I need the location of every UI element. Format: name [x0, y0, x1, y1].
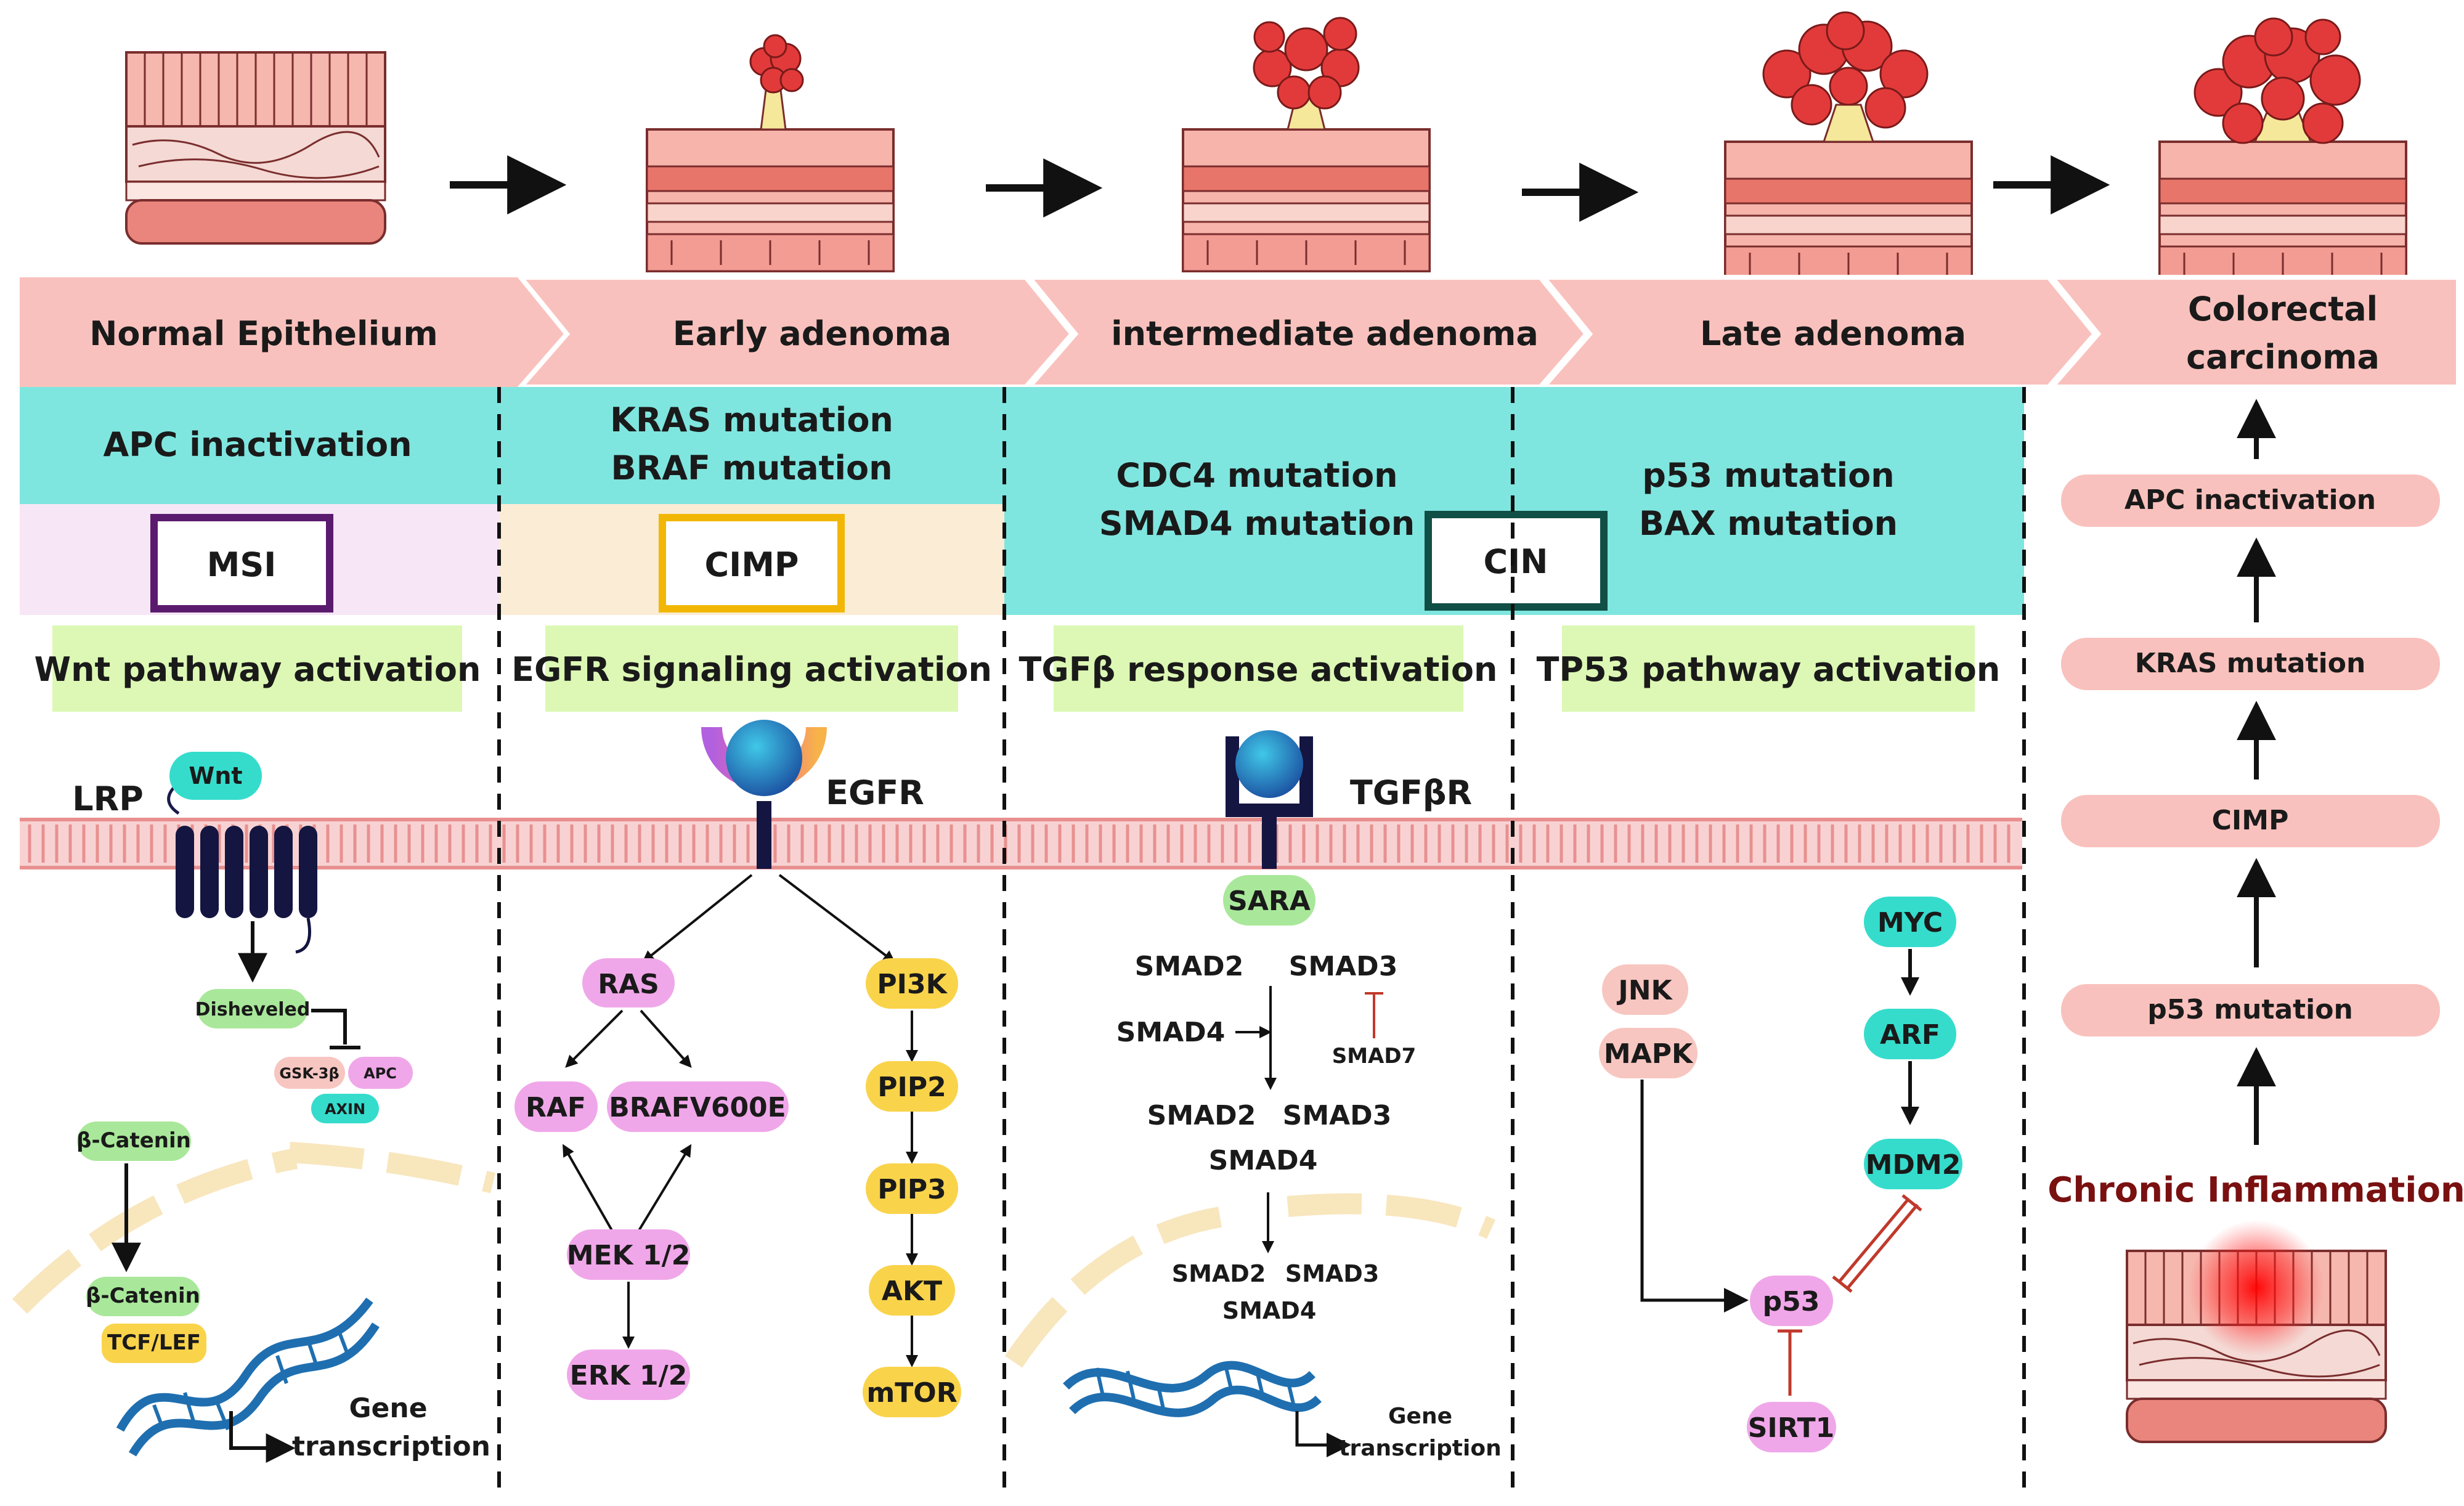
- stage-label-intermediate: intermediate adenoma: [1111, 314, 1539, 353]
- sirt1-node: SIRT1: [1748, 1412, 1835, 1444]
- pathway-tgfb: TGFβ response activation: [1019, 650, 1498, 689]
- smad2-c: SMAD2: [1172, 1260, 1266, 1287]
- akt-node: AKT: [882, 1276, 942, 1307]
- egfr-receptor-label: EGFR: [826, 773, 924, 812]
- smad4-c: SMAD4: [1222, 1297, 1317, 1324]
- wnt-panel: LRP Wnt Disheveled GSK-3β APC AXIN β-Cat…: [12, 752, 496, 1463]
- mutation-kras: KRAS mutation: [610, 401, 893, 439]
- dna-helix-icon-tgfb: [1063, 1361, 1322, 1417]
- pathway-tp53: TP53 pathway activation: [1537, 650, 2001, 689]
- inflammation-step-cimp: CIMP: [2212, 805, 2289, 836]
- smad4-a: SMAD4: [1116, 1017, 1226, 1048]
- disheveled-node: Disheveled: [195, 999, 311, 1020]
- column-dividers: [497, 387, 2026, 1491]
- inflammation-panel: APC inactivation KRAS mutation CIMP p53 …: [2047, 399, 2464, 1443]
- smad4-b: SMAD4: [1209, 1145, 1318, 1176]
- normal-epithelium-illustration: [125, 51, 386, 245]
- gene-label-wnt: Gene: [349, 1393, 427, 1424]
- sara-node: SARA: [1228, 885, 1311, 917]
- transcription-label-tgfb: transcription: [1339, 1436, 1501, 1461]
- gene-label-tgfb: Gene: [1388, 1404, 1452, 1429]
- apc-node: APC: [364, 1065, 397, 1082]
- beta-catenin-cytoplasm: β-Catenin: [76, 1128, 191, 1153]
- tgfb-panel: TGFβR SARA SMAD2 SMAD3 SMAD4 SMAD7 SMAD2…: [1004, 730, 1502, 1461]
- stage-band: Normal Epithelium Early adenoma intermed…: [20, 275, 2461, 389]
- braf-v600e-node: BRAFV600E: [609, 1092, 786, 1123]
- smad7-node: SMAD7: [1332, 1044, 1417, 1068]
- mutation-p53: p53 mutation: [1642, 456, 1894, 495]
- inflammation-step-apc: APC inactivation: [2124, 484, 2376, 516]
- arf-node: ARF: [1880, 1019, 1940, 1051]
- pip2-node: PIP2: [877, 1072, 946, 1103]
- cimp-box: CIMP: [659, 514, 845, 613]
- myc-node: MYC: [1877, 907, 1943, 938]
- tgfb-ligand-icon: [1235, 730, 1303, 798]
- tp53-panel: JNK MAPK MYC ARF MDM2 p53 SIRT1: [1599, 897, 1962, 1452]
- intermediate-adenoma-illustration: [1182, 17, 1431, 272]
- mek-node: MEK 1/2: [567, 1240, 691, 1271]
- dna-helix-icon: [116, 1297, 380, 1457]
- erk-node: ERK 1/2: [570, 1360, 688, 1391]
- smad3-b: SMAD3: [1283, 1100, 1392, 1131]
- mutation-apc: APC inactivation: [103, 425, 412, 464]
- stage-label-normal: Normal Epithelium: [89, 314, 438, 353]
- wnt-ligand: Wnt: [189, 762, 242, 789]
- inflammation-hotspot-icon: [2189, 1220, 2324, 1356]
- stage-label-carcinoma-line1: Colorectal: [2188, 290, 2378, 328]
- pip3-node: PIP3: [877, 1174, 946, 1205]
- beta-catenin-nucleus: β-Catenin: [86, 1284, 200, 1308]
- progression-arrows: [450, 155, 2110, 222]
- cin-box: CIN: [1425, 511, 1608, 611]
- cell-membrane: [20, 818, 2022, 869]
- ras-node: RAS: [598, 969, 659, 1000]
- tgfbr-label: TGFβR: [1350, 773, 1472, 812]
- pathway-egfr: EGFR signaling activation: [511, 650, 992, 689]
- pathway-wnt: Wnt pathway activation: [35, 650, 481, 689]
- mdm2-node: MDM2: [1866, 1149, 1961, 1181]
- colorectal-carcinoma-illustration: [2158, 17, 2407, 285]
- mapk-node: MAPK: [1604, 1038, 1694, 1070]
- frizzled-receptor: [176, 826, 317, 918]
- inflammation-step-kras: KRAS mutation: [2135, 648, 2366, 679]
- mutation-smad4: SMAD4 mutation: [1099, 504, 1415, 543]
- gsk3b-node: GSK-3β: [279, 1065, 339, 1082]
- mutation-cdc4: CDC4 mutation: [1116, 456, 1397, 495]
- late-adenoma-illustration: [1724, 11, 1973, 285]
- jnk-node: JNK: [1616, 975, 1673, 1006]
- msi-box: MSI: [150, 514, 333, 613]
- smad3-c: SMAD3: [1285, 1260, 1380, 1287]
- stage-label-late: Late adenoma: [1700, 314, 1966, 353]
- p53-node: p53: [1763, 1286, 1820, 1317]
- raf-node: RAF: [526, 1092, 586, 1123]
- egfr-panel: EGFR RAS RAF BRAFV600E MEK 1/2 ERK 1/2 P…: [514, 720, 961, 1417]
- mutation-braf: BRAF mutation: [611, 449, 892, 487]
- egfr-ligand-icon: [726, 720, 802, 796]
- transcription-label-wnt: transcription: [292, 1431, 490, 1462]
- pathway-labels: Wnt pathway activation EGFR signaling ac…: [35, 625, 2001, 712]
- stage-label-early: Early adenoma: [673, 314, 951, 353]
- chronic-inflammation-label: Chronic Inflammation: [2047, 1170, 2464, 1210]
- axin-node: AXIN: [325, 1101, 365, 1118]
- cimp-label: CIMP: [704, 545, 799, 584]
- smad2-b: SMAD2: [1147, 1100, 1256, 1131]
- stage-label-carcinoma-line2: carcinoma: [2186, 338, 2380, 376]
- pi3k-node: PI3K: [877, 969, 948, 1000]
- tcf-lef-node: TCF/LEF: [107, 1330, 201, 1355]
- msi-label: MSI: [207, 545, 277, 584]
- smad3-a: SMAD3: [1289, 951, 1398, 982]
- inflammation-step-p53: p53 mutation: [2147, 994, 2353, 1025]
- lrp-label: LRP: [72, 779, 144, 818]
- mutation-bax: BAX mutation: [1639, 504, 1898, 543]
- mtor-node: mTOR: [866, 1377, 957, 1409]
- smad2-a: SMAD2: [1135, 951, 1244, 982]
- cin-label: CIN: [1484, 542, 1548, 581]
- early-adenoma-illustration: [646, 34, 895, 272]
